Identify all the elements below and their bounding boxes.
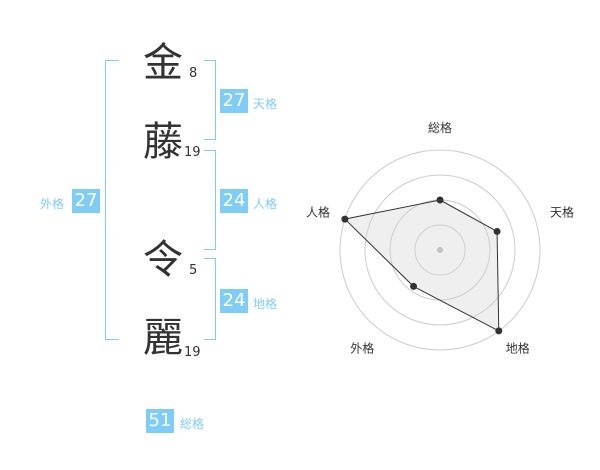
- stroke-count-1: 8: [189, 66, 198, 81]
- radar-axis-label-3: 地格: [506, 341, 530, 356]
- radar-axis-label-4: 外格: [350, 341, 374, 356]
- stroke-count-2: 19: [184, 145, 201, 160]
- name-char-4: 麗: [143, 315, 183, 361]
- tenkaku-value: 27: [220, 89, 248, 113]
- name-char-2: 藤: [143, 119, 183, 165]
- stroke-count-4: 19: [184, 345, 201, 360]
- radar-point-4: [410, 282, 418, 290]
- chikaku-bracket: [204, 258, 216, 340]
- jinkaku-value: 24: [220, 189, 248, 213]
- radar-ring-3: [364, 174, 516, 326]
- soukaku-label: 総格: [180, 417, 205, 431]
- radar-center-dot: [437, 247, 443, 253]
- stroke-count-3: 5: [189, 263, 198, 278]
- radar-axis-label-1: 総格: [428, 120, 452, 135]
- radar-point-5: [341, 215, 349, 223]
- radar-data-polygon: [343, 199, 500, 332]
- gaikaku-value: 27: [72, 189, 100, 213]
- tenkaku-bracket: [204, 60, 216, 140]
- tenkaku-label: 天格: [253, 97, 278, 111]
- radar-ring-1: [414, 224, 466, 276]
- radar-ring-4: [339, 149, 541, 351]
- name-char-1: 金: [143, 40, 183, 86]
- radar-point-2: [493, 227, 501, 235]
- gaikaku-label: 外格: [40, 197, 65, 211]
- radar-point-3: [495, 327, 503, 335]
- jinkaku-bracket: [204, 150, 216, 250]
- radar-axis-label-5: 人格: [306, 204, 330, 219]
- name-char-3: 令: [143, 237, 183, 283]
- radar-axis-label-2: 天格: [550, 204, 574, 219]
- chikaku-value: 24: [220, 289, 248, 313]
- gaikaku-bracket: [105, 60, 119, 340]
- chikaku-label: 地格: [253, 297, 278, 311]
- radar-point-1: [436, 196, 444, 204]
- jinkaku-label: 人格: [253, 197, 278, 211]
- soukaku-value: 51: [146, 409, 174, 433]
